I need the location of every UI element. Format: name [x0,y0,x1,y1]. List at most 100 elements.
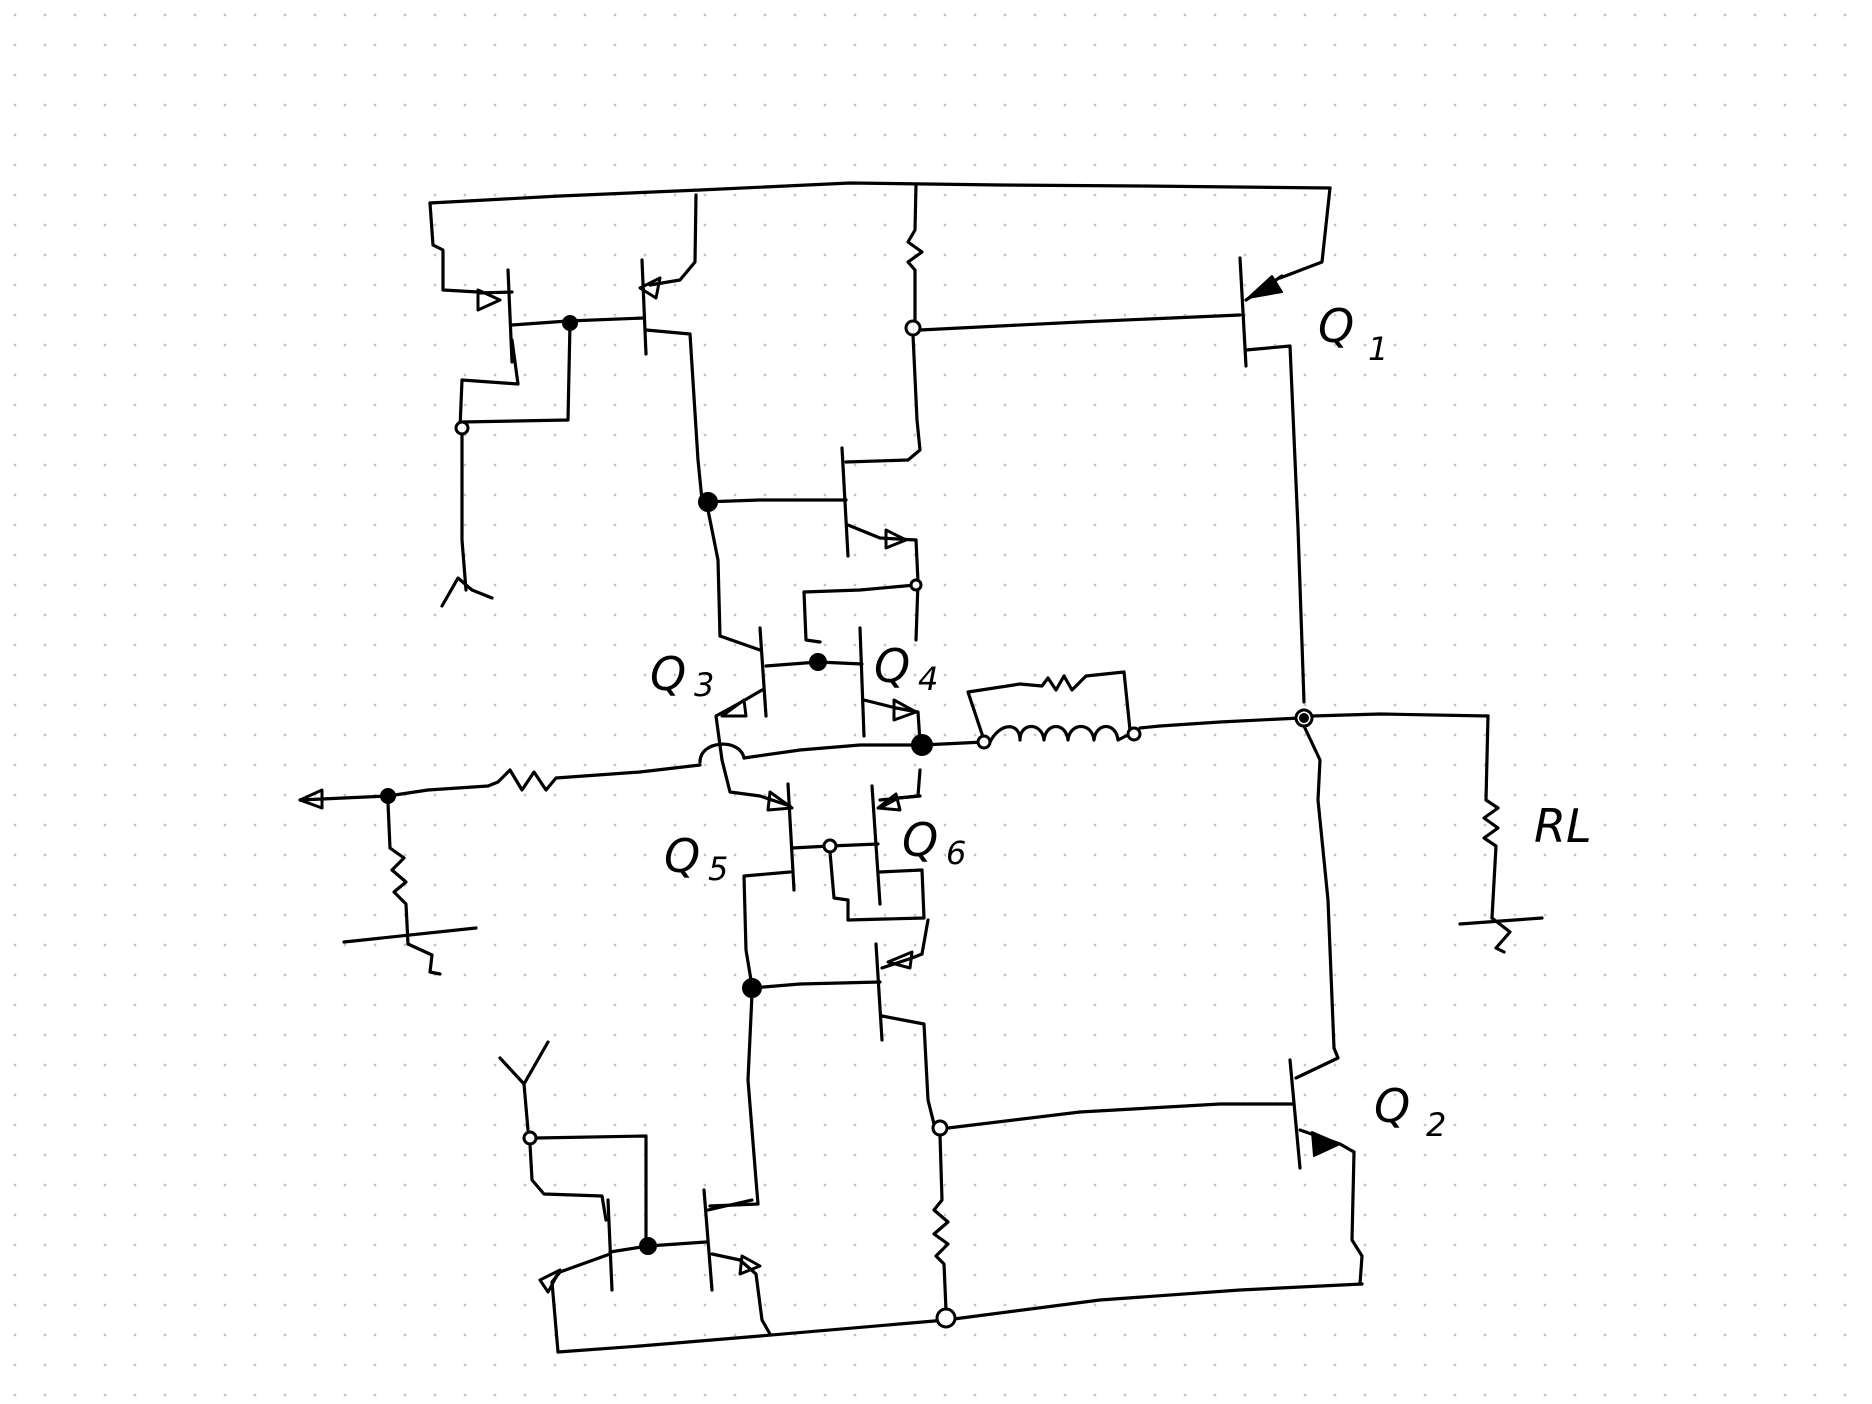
q1-transistor-body [1238,256,1248,368]
load-ground [1458,916,1544,954]
upper-driver-emitter-arrow [884,528,908,550]
q6-transistor-body [870,784,882,906]
q6-emitter-arrow [876,792,902,812]
bottom-bias-source-symbol [498,1040,550,1132]
label-q1-letter: Q [1318,299,1354,353]
top-mirror-right-emitter-arrow [638,276,662,300]
input-shunt-resistor [386,801,410,946]
q5-emitter [720,758,792,808]
upper-driver-left-down [706,508,722,638]
label-q4: Q 4 [874,639,938,698]
top-mirror-left-arrow [476,288,502,312]
load-resistor-rl [1482,714,1500,920]
q3-collector [718,634,762,652]
q3-q4-bias-wire [802,583,918,644]
input-resistor [426,763,702,792]
label-q3: Q 3 [650,647,714,704]
bottom-mirror-right-emitter [710,1252,772,1336]
output-node-core [1299,713,1309,723]
output-to-load-wire [1310,712,1490,718]
q1-base-drive-node [904,319,922,337]
label-q1-sub: 1 [1368,330,1388,368]
label-rl: RL [1534,799,1592,853]
top-mirror-base-tie [460,321,572,424]
q3-emitter-arrow [720,698,748,718]
coil-right-node [1126,726,1142,742]
q2-base-drive-node [931,1119,949,1137]
output-coil-parallel-resistor [966,670,1132,742]
bottom-mirror-right-transistor [702,1188,714,1292]
top-mirror-left-transistor [506,268,514,364]
lower-driver-collector [880,1014,936,1126]
center-crossover-hop [698,742,746,764]
lower-driver-emitter-arrow [886,950,914,970]
q5-q6-base-node [822,838,838,854]
top-rail-left-drop [428,201,480,294]
bottom-mirror-diode-lower [528,1142,608,1222]
bottom-mirror-right-emitter-arrow [738,1254,762,1276]
lower-driver-left-down [708,992,760,1208]
q2-collector [1294,1046,1340,1080]
top-mirror-right-transistor [640,258,648,356]
label-q4-letter: Q [874,639,910,693]
q2-base-wire [946,1102,1294,1130]
input-arrow [298,788,324,810]
q3-emitter [714,688,764,762]
bottom-mirror-diode-wire [534,1134,648,1248]
top-mirror-left-collector [458,338,520,430]
driver-collector-wire [844,333,922,464]
top-mirror-diode-node [454,420,470,436]
label-q1: Q 1 [1318,299,1388,368]
label-q5-sub: 5 [708,850,728,888]
lower-driver-emitter-up [920,918,930,956]
label-q5-letter: Q [664,829,700,883]
q4-emitter-arrow [892,698,918,722]
q5-emitter-arrow [766,790,794,812]
bottom-resistor [932,1133,950,1312]
q3-q4-bias-node [909,578,923,592]
q2-emitter-to-rail [1350,1150,1364,1286]
q3-transistor-body [758,626,768,718]
input-node [380,788,396,804]
bottom-mirror-diode-node [522,1130,538,1146]
label-q2: Q 2 [1374,1079,1446,1144]
lower-driver-transistor [874,942,884,1042]
top-mirror-base-line [510,316,646,327]
label-q2-letter: Q [1374,1079,1410,1133]
top-mirror-bias-wire [460,432,468,592]
top-supply-rail [428,181,1332,205]
label-q3-letter: Q [650,647,686,701]
bottom-mirror-right-collector [706,1198,754,1212]
top-bias-source-symbol [440,576,494,608]
top-rail-right-drop [1278,186,1332,280]
coil-to-output-wire [1138,716,1302,730]
q4-emitter [862,698,922,744]
coil-left-node [976,734,992,750]
label-q3-sub: 3 [694,666,714,704]
q1-emitter-arrow [1247,275,1283,299]
q5-collector [742,870,792,988]
q1-base-wire [918,313,1242,332]
q5-transistor-body [786,782,796,892]
label-q6: Q 6 [902,813,966,872]
top-resistor [906,183,924,324]
label-q5: Q 5 [664,829,728,888]
label-q4-sub: 4 [918,660,938,698]
output-to-q2-wire [1302,724,1336,1050]
q2-emitter-arrow [1311,1131,1341,1157]
upper-driver-base-node [698,492,718,512]
top-rail-mid-drop [648,193,698,287]
label-q6-letter: Q [902,813,938,867]
upper-driver-base-wire [700,498,848,504]
bottom-mirror-left-emitter-arrow [538,1268,562,1294]
top-mirror-right-collector [644,328,704,502]
bottom-mirror-left-transistor [606,1198,614,1292]
output-inductor [988,724,1132,744]
input-ground [342,926,478,976]
upper-driver-emitter [846,523,918,542]
q3-q4-base-node [809,653,827,671]
bottom-supply-rail [556,1282,1364,1354]
bottom-mirror-base-line [608,1240,708,1254]
